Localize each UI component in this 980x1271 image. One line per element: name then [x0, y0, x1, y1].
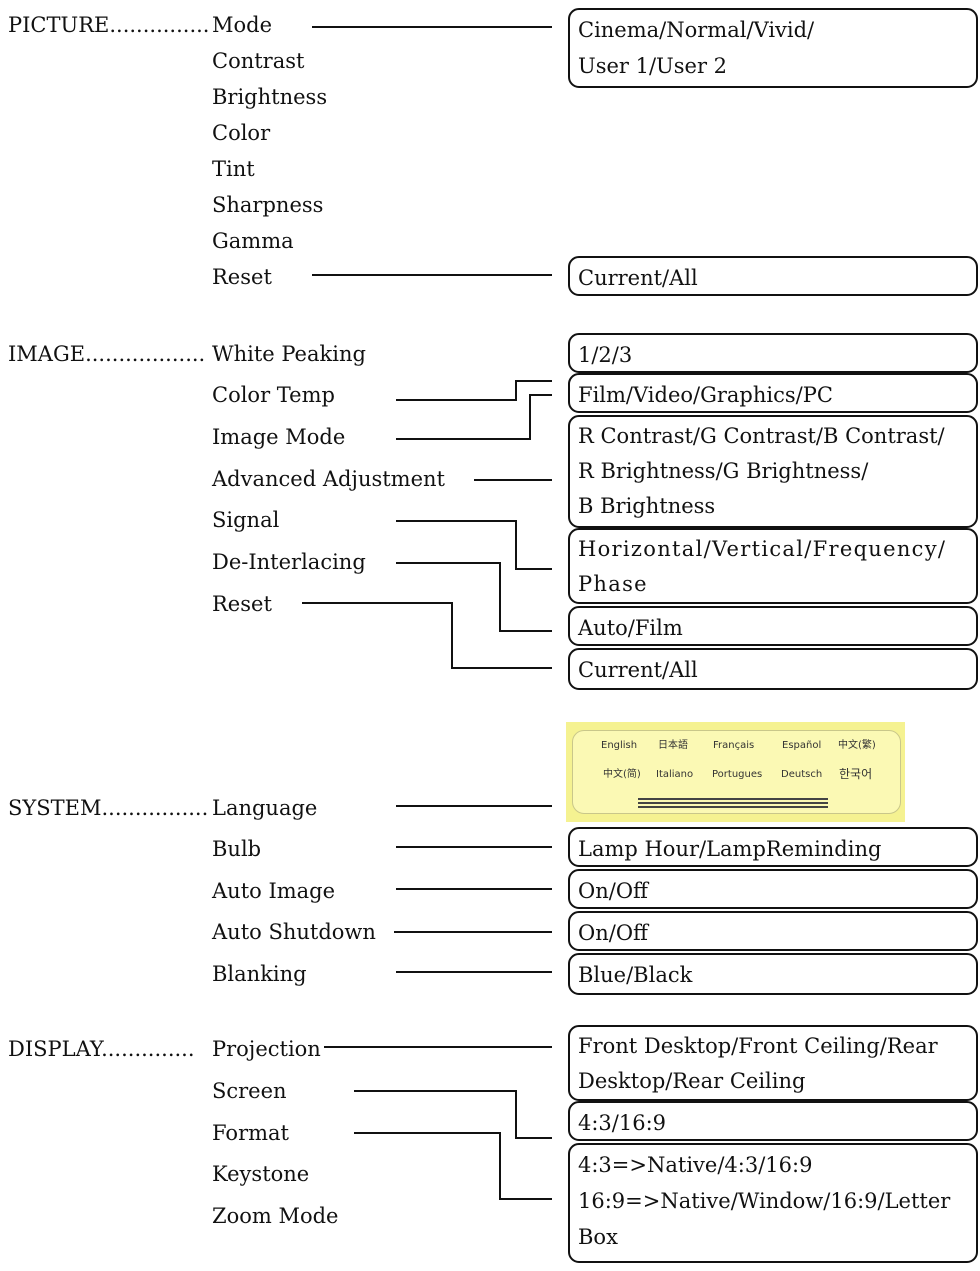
option-text: 4:3/16:9 [578, 1111, 667, 1135]
scroll-indicator [638, 798, 828, 810]
language-option: Français [713, 740, 755, 751]
menu-item-zoom-mode: Zoom Mode [212, 1204, 339, 1228]
menu-item-blanking: Blanking [212, 962, 307, 986]
option-box-advanced-adjustment: R Contrast/G Contrast/B Contrast/ R Brig… [568, 415, 978, 528]
option-box-image-reset: Current/All [568, 648, 978, 690]
connector-de-interlacing [396, 562, 552, 632]
option-box-projection: Front Desktop/Front Ceiling/Rear Desktop… [568, 1025, 978, 1101]
option-box-format: 4:3=>Native/4:3/16:9 16:9=>Native/Window… [568, 1143, 978, 1263]
language-option: Portugues [712, 769, 763, 780]
option-text: R Brightness/G Brightness/ [578, 459, 869, 483]
connector-format [354, 1132, 552, 1200]
option-text: User 1/User 2 [578, 54, 728, 78]
menu-item-sharpness: Sharpness [212, 193, 324, 217]
menu-item-screen: Screen [212, 1079, 287, 1103]
option-text: R Contrast/G Contrast/B Contrast/ [578, 424, 945, 448]
menu-item-language: Language [212, 796, 318, 820]
language-option: 한국어 [839, 767, 873, 781]
option-text: 4:3=>Native/4:3/16:9 [578, 1153, 813, 1177]
menu-item-auto-image: Auto Image [212, 879, 336, 903]
display-heading: DISPLAY.............. [8, 1037, 195, 1061]
option-text: 16:9=>Native/Window/16:9/Letter [578, 1189, 951, 1213]
connector-screen [354, 1090, 552, 1139]
menu-item-white-peaking: White Peaking [212, 342, 366, 366]
menu-item-color-temp: Color Temp [212, 383, 335, 407]
option-box-white-peaking: 1/2/3 [568, 333, 978, 373]
menu-item-de-interlacing: De-Interlacing [212, 550, 366, 574]
menu-item-image-reset: Reset [212, 592, 272, 616]
option-box-signal: Horizontal/Vertical/Frequency/ Phase [568, 528, 978, 604]
option-box-color-temp: Film/Video/Graphics/PC [568, 373, 978, 413]
option-text: Lamp Hour/LampReminding [578, 837, 882, 861]
language-option: 中文(简) [603, 769, 641, 780]
menu-item-brightness: Brightness [212, 85, 328, 109]
menu-item-format: Format [212, 1121, 289, 1145]
menu-item-mode: Mode [212, 13, 273, 37]
menu-item-bulb: Bulb [212, 837, 262, 861]
connector-white-peaking [396, 380, 552, 401]
option-text: Cinema/Normal/Vivid/ [578, 18, 815, 42]
menu-item-reset: Reset [212, 265, 272, 289]
option-box-auto-image: On/Off [568, 869, 978, 909]
option-text: Desktop/Rear Ceiling [578, 1069, 806, 1093]
option-text: Current/All [578, 658, 698, 682]
connector-signal [396, 520, 552, 570]
option-box-auto-shutdown: On/Off [568, 911, 978, 951]
menu-item-advanced-adjustment: Advanced Adjustment [212, 467, 445, 491]
menu-item-image-mode: Image Mode [212, 425, 346, 449]
option-text: Box [578, 1225, 618, 1249]
menu-item-signal: Signal [212, 508, 280, 532]
picture-heading: PICTURE............... [8, 13, 210, 37]
option-box-de-interlacing: Auto/Film [568, 606, 978, 646]
language-panel [572, 730, 901, 814]
option-text: Auto/Film [578, 616, 683, 640]
menu-item-gamma: Gamma [212, 229, 294, 253]
language-option: Italiano [656, 769, 694, 780]
option-box-reset: Current/All [568, 256, 978, 296]
menu-item-keystone: Keystone [212, 1162, 310, 1186]
connector-color-temp [396, 394, 552, 440]
language-selector-image: English 日本語 Français Español 中文(繁) 中文(简)… [566, 722, 905, 822]
language-option: 日本語 [658, 740, 688, 751]
option-text: Horizontal/Vertical/Frequency/ [578, 537, 947, 561]
menu-item-projection: Projection [212, 1037, 321, 1061]
option-text: Phase [578, 572, 648, 596]
language-option: 中文(繁) [838, 740, 876, 751]
menu-item-color: Color [212, 121, 271, 145]
language-option: English [601, 740, 638, 751]
option-text: 1/2/3 [578, 343, 633, 367]
option-text: On/Off [578, 879, 648, 903]
option-box-mode: Cinema/Normal/Vivid/ User 1/User 2 [568, 8, 978, 88]
option-box-bulb: Lamp Hour/LampReminding [568, 827, 978, 867]
menu-item-contrast: Contrast [212, 49, 305, 73]
option-text: Film/Video/Graphics/PC [578, 383, 833, 407]
option-text: Blue/Black [578, 963, 693, 987]
menu-item-tint: Tint [212, 157, 255, 181]
connector-image-reset [302, 602, 552, 669]
image-heading: IMAGE.................. [8, 342, 206, 366]
option-box-blanking: Blue/Black [568, 953, 978, 995]
option-text: Front Desktop/Front Ceiling/Rear [578, 1034, 938, 1058]
option-box-screen: 4:3/16:9 [568, 1101, 978, 1141]
option-text: On/Off [578, 921, 648, 945]
language-option: Español [782, 740, 822, 751]
option-text: B Brightness [578, 494, 716, 518]
option-text: Current/All [578, 266, 698, 290]
menu-item-auto-shutdown: Auto Shutdown [212, 920, 376, 944]
system-heading: SYSTEM................ [8, 796, 209, 820]
language-option: Deutsch [781, 769, 823, 780]
